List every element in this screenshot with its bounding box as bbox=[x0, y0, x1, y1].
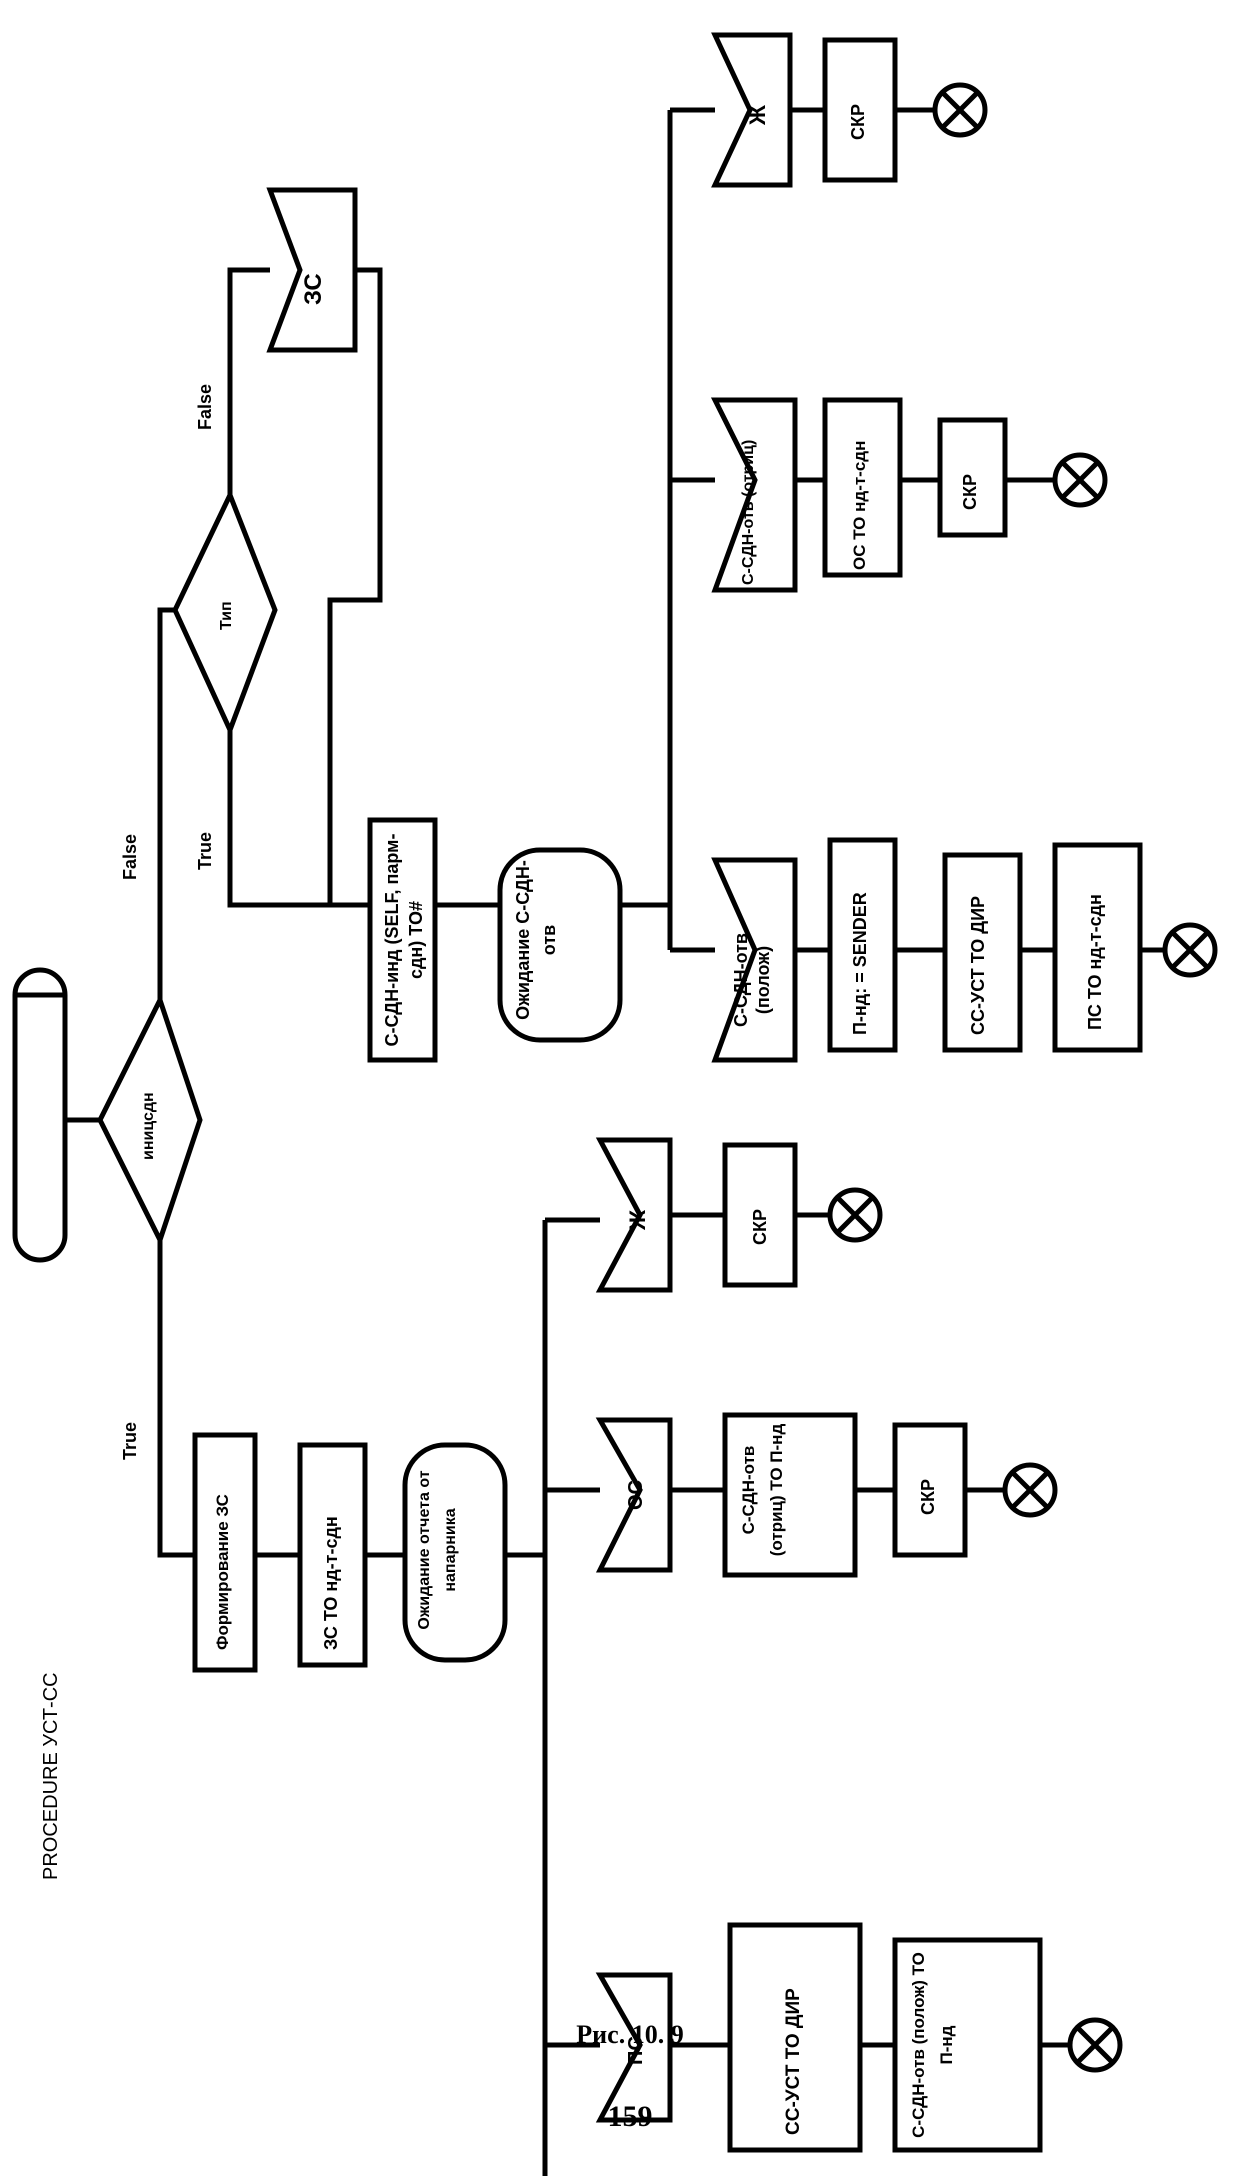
output-ps-top-label: ПС ТО нд-т-сдн bbox=[1085, 894, 1105, 1030]
output-os-top bbox=[822, 397, 903, 578]
input-zh-bottom bbox=[595, 1137, 673, 1293]
state-wait-response-label: Ожидание С-СДН-отв bbox=[513, 860, 559, 1020]
output-os-top-label: ОС ТО нд-т-сдн bbox=[850, 440, 869, 570]
output-response-negative-bottom-label: С-СДН-отв (отриц) ТО П-нд bbox=[739, 1423, 786, 1557]
output-zs-label: ЗС ТО нд-т-сдн bbox=[321, 1516, 341, 1650]
terminator-top-middle bbox=[1052, 452, 1108, 508]
terminator-bottom-middle bbox=[1002, 1462, 1058, 1518]
output-response-negative-bottom bbox=[722, 1412, 858, 1578]
input-response-negative bbox=[710, 397, 798, 593]
input-response-positive-label: С-СДН-отв (полож) bbox=[731, 933, 773, 1027]
output-signal-request-label: С-СДН-инд (SELF, парм-сдн) TO# bbox=[382, 833, 426, 1047]
figure-caption: Рис. 10. 9 bbox=[576, 2020, 684, 2049]
output-skr-bottom-right-label: СКР bbox=[750, 1209, 770, 1245]
input-ps bbox=[595, 1972, 673, 2123]
input-zh-bottom-label: Ж bbox=[625, 1210, 650, 1230]
procedure-title: PROCEDURE УСТ-СС bbox=[40, 1672, 62, 1880]
decision-inicsdn-label: иницсдн bbox=[140, 1092, 157, 1160]
input-signal-zs-top-label: ЗС bbox=[300, 273, 327, 305]
decision-inicsdn bbox=[97, 993, 203, 1247]
output-ss-ust-top bbox=[942, 852, 1023, 1053]
decision-tip-label: Тип bbox=[218, 601, 235, 630]
page-number: 159 bbox=[607, 2100, 653, 2133]
input-zh-top bbox=[711, 32, 793, 188]
input-response-negative-label: С-СДН-отв (отриц) bbox=[740, 439, 757, 585]
output-skr-top-middle-label: СКР bbox=[960, 474, 980, 510]
state-wait-response bbox=[497, 847, 623, 1043]
output-ps-top bbox=[1052, 842, 1143, 1053]
output-response-positive-bottom bbox=[892, 1937, 1043, 2153]
input-os-label: ОС bbox=[625, 1480, 647, 1510]
label-tip-true: True bbox=[195, 831, 215, 870]
output-skr-top-right bbox=[822, 37, 898, 183]
output-skr-bottom-middle bbox=[892, 1422, 968, 1558]
label-inicsdn-true: True bbox=[120, 1421, 140, 1460]
output-skr-top-right-label: СКР bbox=[848, 104, 868, 140]
state-wait-report-label: Ожидание отчета от напарника bbox=[416, 1470, 459, 1630]
output-signal-request bbox=[367, 817, 438, 1063]
label-inicsdn-false: False bbox=[120, 833, 140, 880]
decision-tip bbox=[172, 488, 278, 737]
start-node bbox=[12, 967, 68, 1263]
task-form-zs bbox=[192, 1432, 258, 1673]
task-p-nd-sender-label: П-нд: = SENDER bbox=[850, 892, 870, 1035]
input-response-positive bbox=[711, 857, 798, 1063]
state-wait-report bbox=[402, 1442, 508, 1663]
terminator-top-left bbox=[1162, 922, 1218, 978]
output-skr-bottom-right bbox=[722, 1142, 798, 1288]
terminator-bottom-right bbox=[827, 1187, 883, 1243]
output-skr-bottom-middle-label: СКР bbox=[918, 1479, 938, 1515]
input-os bbox=[595, 1417, 673, 1573]
terminator-top-right bbox=[932, 82, 988, 138]
input-zh-top-label: Ж bbox=[745, 105, 770, 125]
input-signal-zs-top bbox=[266, 187, 358, 353]
task-p-nd-sender bbox=[827, 837, 898, 1053]
label-tip-false: False bbox=[195, 383, 215, 430]
output-skr-top-middle bbox=[937, 417, 1008, 538]
output-zs bbox=[297, 1442, 368, 1668]
output-ss-ust-top-label: СС-УСТ ТО ДИР bbox=[968, 895, 988, 1035]
output-ss-ust-bottom bbox=[727, 1922, 863, 2153]
connectors bbox=[65, 107, 1165, 2181]
task-form-zs-label: Формирование ЗС bbox=[213, 1494, 232, 1650]
terminator-bottom-left bbox=[1067, 2017, 1123, 2073]
